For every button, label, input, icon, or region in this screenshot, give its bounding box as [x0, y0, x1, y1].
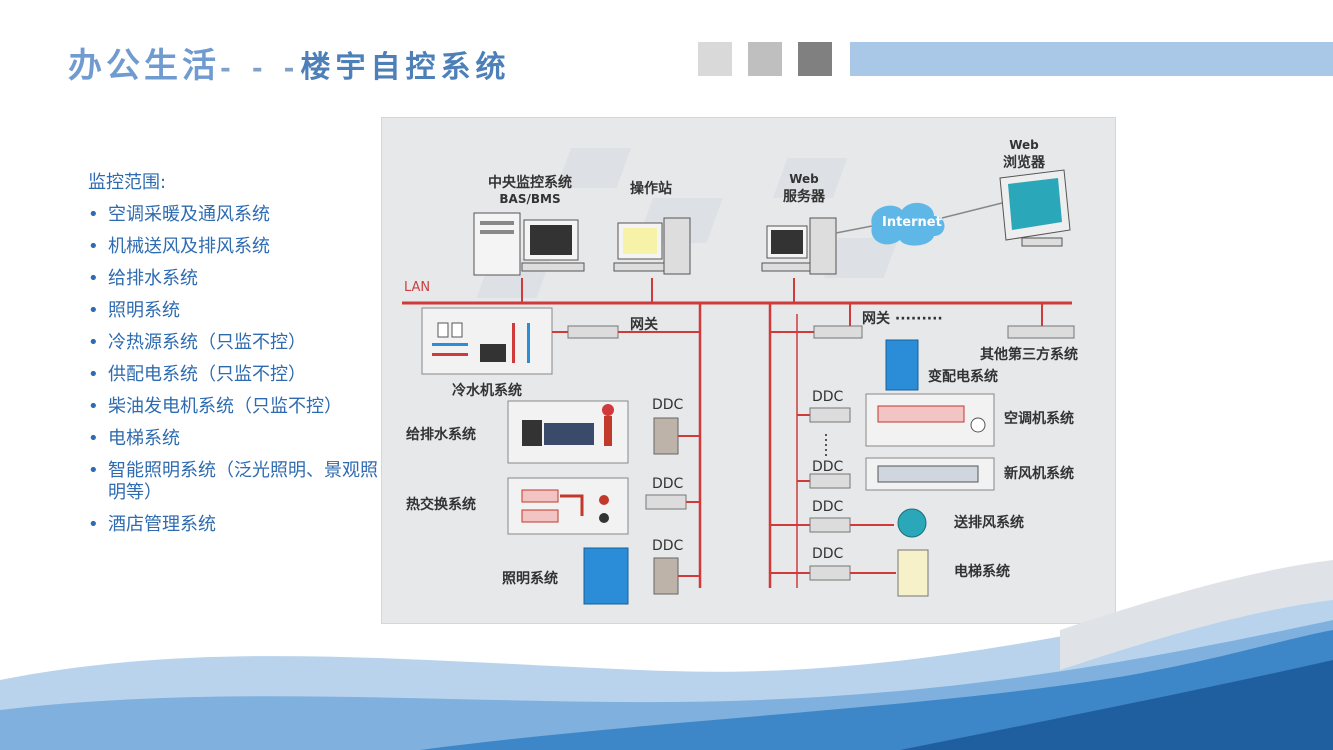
deco-square-mid	[748, 42, 782, 76]
label-web-server-2: 服务器	[783, 189, 825, 205]
label-third-party: 其他第三方系统	[980, 347, 1078, 363]
ddc-device-4	[809, 407, 851, 423]
label-central-sub: BAS/BMS	[499, 192, 561, 206]
label-browser-2: 浏览器	[1003, 155, 1045, 171]
monitoring-scope: 监控范围: 空调采暖及通风系统 机械送风及排风系统 给排水系统 照明系统 冷热源…	[88, 172, 378, 546]
label-ddc-1: DDC	[652, 397, 684, 413]
heat-exchanger-icon	[521, 489, 609, 523]
page-title: 办公生活- - -楼宇自控系统	[68, 38, 510, 87]
deco-square-light	[698, 42, 732, 76]
gateway-device-left	[567, 325, 619, 339]
label-gateway-left: 网关	[630, 317, 658, 333]
list-item: 冷热源系统（只监不控）	[88, 332, 378, 354]
label-ddc-4: DDC	[812, 389, 844, 405]
title-part1: 办公生活	[68, 46, 220, 86]
label-fresh-air: 新风机系统	[1004, 466, 1074, 482]
label-web-server-1: Web	[789, 172, 819, 186]
ddc-device-6	[809, 517, 851, 533]
label-browser: Web 浏览器	[994, 138, 1054, 172]
label-heat-exchange: 热交换系统	[406, 497, 476, 513]
deco-square-dark	[798, 42, 832, 76]
label-ddc-7: DDC	[812, 546, 844, 562]
list-item: 照明系统	[88, 300, 378, 322]
label-chiller: 冷水机系统	[452, 383, 522, 399]
ddc-device-5	[809, 473, 851, 489]
list-item: 电梯系统	[88, 428, 378, 450]
label-ddc-6: DDC	[812, 499, 844, 515]
chiller-equipment-icon	[432, 322, 530, 363]
label-ddc-3: DDC	[652, 538, 684, 554]
elevator-icon	[897, 549, 929, 597]
header-bar	[850, 42, 1333, 76]
gateway-device-right	[813, 325, 863, 339]
list-item: 柴油发电机系统（只监不控）	[88, 396, 378, 418]
label-elevator: 电梯系统	[954, 564, 1010, 580]
label-ahu: 空调机系统	[1004, 411, 1074, 427]
label-central: 中央监控系统 BAS/BMS	[470, 172, 590, 206]
operator-station-icon	[613, 217, 691, 275]
heat-exchange-box	[507, 477, 629, 535]
browser-monitor-icon	[999, 169, 1071, 247]
label-gateway-right: 网关 ·········	[862, 311, 943, 327]
lighting-panel-icon	[583, 547, 629, 605]
diagram-graphics	[402, 148, 1075, 605]
label-web-server: Web 服务器	[774, 172, 834, 206]
list-item: 酒店管理系统	[88, 514, 378, 536]
label-substation: 变配电系统	[928, 369, 998, 385]
third-party-device	[1007, 325, 1075, 339]
label-internet: Internet	[882, 215, 942, 230]
label-ddc-2: DDC	[652, 476, 684, 492]
bas-system-diagram: 中央监控系统 BAS/BMS 操作站 Web 服务器 Web 浏览器 Inter…	[381, 117, 1116, 624]
fresh-air-unit-icon	[877, 465, 979, 483]
chiller-box	[421, 307, 553, 375]
title-dashes: - - -	[220, 54, 301, 84]
list-item: 机械送风及排风系统	[88, 236, 378, 258]
label-browser-1: Web	[1009, 138, 1039, 152]
pump-icon	[522, 404, 614, 446]
fan-icon	[897, 508, 927, 538]
label-exhaust: 送排风系统	[954, 515, 1024, 531]
scope-list: 空调采暖及通风系统 机械送风及排风系统 给排水系统 照明系统 冷热源系统（只监不…	[88, 204, 378, 536]
label-ddc-5: DDC	[812, 459, 844, 475]
internet-cloud-icon	[835, 202, 1003, 246]
substation-cabinet-icon	[885, 339, 919, 391]
ahu-icon	[877, 405, 986, 433]
ddc-cabinet-1	[653, 417, 679, 455]
label-operator: 操作站	[630, 181, 672, 197]
list-item: 供配电系统（只监不控）	[88, 364, 378, 386]
ddc-cabinet-3	[653, 557, 679, 595]
ddc-device-2	[645, 494, 687, 510]
label-water: 给排水系统	[406, 427, 476, 443]
central-computer-icon	[473, 212, 585, 276]
scope-heading: 监控范围:	[88, 172, 167, 193]
web-server-icon	[761, 217, 837, 275]
bottom-wave-decoration	[0, 560, 1333, 750]
label-lan: LAN	[404, 280, 431, 295]
list-item: 智能照明系统（泛光照明、景观照明等）	[88, 460, 378, 504]
label-lighting: 照明系统	[502, 571, 558, 587]
label-central-title: 中央监控系统	[488, 175, 572, 191]
title-part2: 楼宇自控系统	[300, 50, 511, 85]
list-item: 给排水系统	[88, 268, 378, 290]
list-item: 空调采暖及通风系统	[88, 204, 378, 226]
